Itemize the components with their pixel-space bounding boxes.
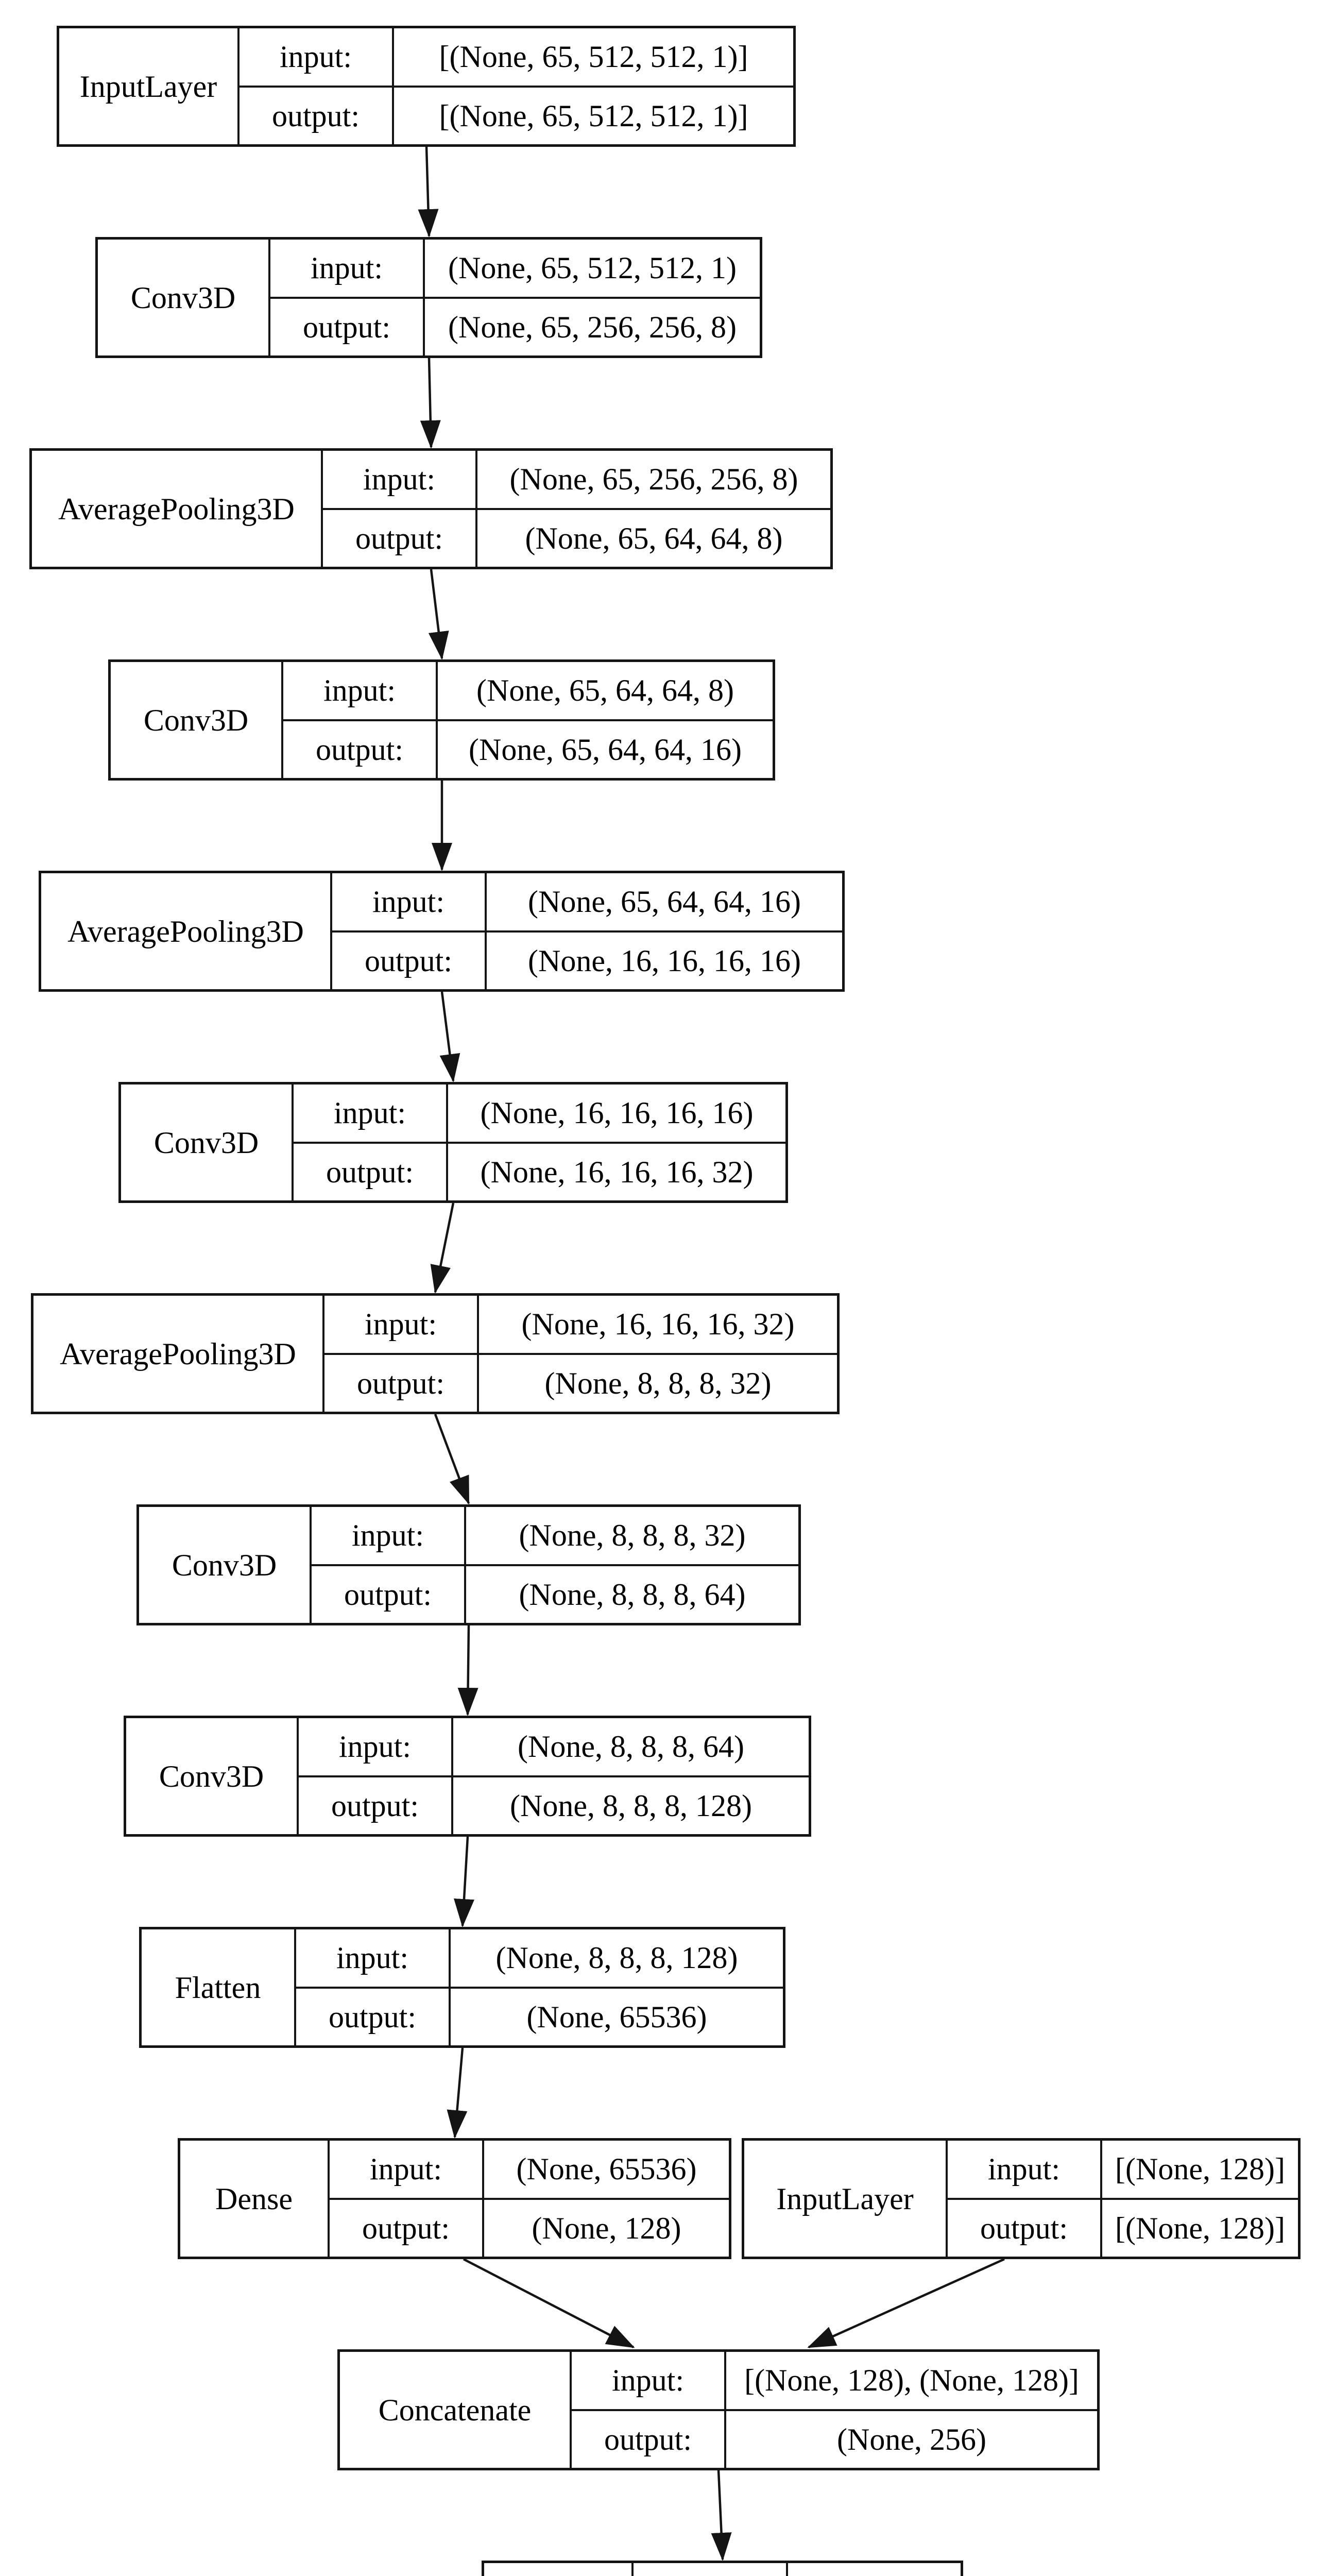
output-label: output: bbox=[323, 510, 477, 567]
layer-name: Conv3D bbox=[98, 240, 270, 355]
edge-arrow bbox=[430, 1202, 455, 1294]
input-label: input: bbox=[332, 873, 487, 930]
edge-arrow bbox=[711, 2470, 732, 2561]
input-shape: [(None, 65, 512, 512, 1)] bbox=[439, 40, 748, 74]
layer-node-inputlayer-2: InputLayer input: [(None, 128)] output: … bbox=[742, 2138, 1301, 2259]
input-shape: (None, 65, 256, 256, 8) bbox=[509, 462, 798, 497]
layer-name: Concatenate bbox=[340, 2352, 572, 2468]
input-shape: (None, 65, 64, 64, 16) bbox=[528, 885, 801, 919]
layer-node-conv3d-3: Conv3D input: (None, 16, 16, 16, 16) out… bbox=[118, 1082, 788, 1203]
edge-arrow bbox=[418, 146, 439, 238]
layer-name: AveragePooling3D bbox=[32, 451, 323, 567]
input-shape: (None, 8, 8, 8, 32) bbox=[519, 1518, 746, 1553]
output-label: output: bbox=[240, 87, 394, 144]
output-shape: (None, 65, 256, 256, 8) bbox=[448, 310, 737, 344]
layer-name: Conv3D bbox=[126, 1718, 299, 1834]
input-shape: [(None, 128), (None, 128)] bbox=[744, 2363, 1079, 2398]
edge-arrow bbox=[439, 991, 460, 1082]
layer-name: Conv3D bbox=[139, 1507, 312, 1623]
input-shape: [(None, 128)] bbox=[1115, 2152, 1285, 2187]
output-label: output: bbox=[312, 1566, 466, 1623]
output-label: output: bbox=[948, 2199, 1102, 2257]
output-shape: (None, 65536) bbox=[526, 1999, 707, 2034]
input-shape: (None, 16, 16, 16, 16) bbox=[480, 1096, 754, 1130]
output-shape: (None, 8, 8, 8, 32) bbox=[544, 1366, 772, 1400]
layer-node-conv3d-1: Conv3D input: (None, 65, 512, 512, 1) ou… bbox=[95, 237, 762, 358]
input-label: input: bbox=[294, 1084, 448, 1142]
layer-node-flatten: Flatten input: (None, 8, 8, 8, 128) outp… bbox=[139, 1927, 785, 2048]
output-shape: [(None, 128)] bbox=[1115, 2211, 1285, 2245]
layer-name: Conv3D bbox=[121, 1084, 294, 1200]
layer-node-averagepooling3d-1: AveragePooling3D input: (None, 65, 256, … bbox=[29, 448, 833, 569]
output-label: output: bbox=[332, 932, 487, 989]
edge-arrow bbox=[428, 569, 449, 660]
layer-name: Conv3D bbox=[111, 662, 283, 778]
input-shape: (None, 65, 64, 64, 8) bbox=[476, 673, 734, 708]
output-label: output: bbox=[294, 1143, 448, 1200]
input-label: input: bbox=[240, 28, 394, 86]
output-label: output: bbox=[324, 1354, 479, 1412]
output-shape: (None, 65, 64, 64, 8) bbox=[525, 521, 783, 555]
layer-node-concatenate: Concatenate input: [(None, 128), (None, … bbox=[337, 2349, 1100, 2470]
layer-name: Dense bbox=[180, 2141, 330, 2257]
edge-arrow bbox=[420, 358, 441, 449]
layer-node-averagepooling3d-3: AveragePooling3D input: (None, 16, 16, 1… bbox=[31, 1293, 840, 1414]
input-shape: (None, 65, 512, 512, 1) bbox=[448, 251, 737, 285]
layer-node-inputlayer-1: InputLayer input: [(None, 65, 512, 512, … bbox=[57, 26, 796, 147]
output-shape: (None, 16, 16, 16, 32) bbox=[480, 1155, 754, 1189]
input-label: input: bbox=[296, 1929, 451, 1987]
input-label: input: bbox=[634, 2563, 788, 2576]
output-shape: (None, 8, 8, 8, 64) bbox=[519, 1577, 746, 1612]
input-shape: (None, 65536) bbox=[516, 2152, 697, 2187]
input-label: input: bbox=[299, 1718, 453, 1775]
input-label: input: bbox=[283, 662, 438, 719]
edge-arrow bbox=[463, 2258, 635, 2348]
layer-node-dense-2: Dense input: (None, 256) output: (None, … bbox=[482, 2561, 963, 2576]
output-label: output: bbox=[270, 298, 425, 355]
output-shape: (None, 256) bbox=[837, 2422, 986, 2456]
layer-name: AveragePooling3D bbox=[33, 1296, 324, 1412]
input-label: input: bbox=[324, 1296, 479, 1353]
edge-arrow bbox=[457, 1625, 478, 1716]
layer-node-conv3d-5: Conv3D input: (None, 8, 8, 8, 64) output… bbox=[124, 1716, 811, 1837]
output-label: output: bbox=[296, 1988, 451, 2045]
input-shape: (None, 256) bbox=[788, 2563, 961, 2576]
output-shape: (None, 16, 16, 16, 16) bbox=[528, 943, 801, 978]
output-shape: (None, 8, 8, 8, 128) bbox=[510, 1788, 752, 1823]
input-label: input: bbox=[312, 1507, 466, 1564]
output-label: output: bbox=[299, 1777, 453, 1834]
layer-name: AveragePooling3D bbox=[41, 873, 332, 989]
layer-node-conv3d-4: Conv3D input: (None, 8, 8, 8, 32) output… bbox=[136, 1504, 801, 1625]
output-shape: (None, 65, 64, 64, 16) bbox=[469, 732, 742, 767]
output-shape: [(None, 65, 512, 512, 1)] bbox=[439, 98, 748, 133]
output-shape: (None, 128) bbox=[532, 2211, 681, 2245]
input-label: input: bbox=[572, 2352, 726, 2409]
edge-arrow bbox=[807, 2258, 1005, 2349]
layer-node-dense-1: Dense input: (None, 65536) output: (None… bbox=[178, 2138, 731, 2259]
input-label: input: bbox=[270, 240, 425, 297]
input-label: input: bbox=[323, 451, 477, 508]
output-label: output: bbox=[330, 2199, 484, 2257]
layer-name: InputLayer bbox=[59, 28, 240, 144]
layer-name: Dense bbox=[484, 2563, 634, 2576]
layer-name: Flatten bbox=[142, 1929, 296, 2045]
layer-node-conv3d-2: Conv3D input: (None, 65, 64, 64, 8) outp… bbox=[108, 659, 775, 781]
edge-arrow bbox=[447, 2047, 468, 2139]
output-label: output: bbox=[283, 721, 438, 778]
input-shape: (None, 8, 8, 8, 128) bbox=[495, 1941, 738, 1975]
layer-name: InputLayer bbox=[744, 2141, 948, 2257]
input-label: input: bbox=[948, 2141, 1102, 2198]
input-shape: (None, 16, 16, 16, 32) bbox=[521, 1307, 795, 1342]
input-shape: (None, 8, 8, 8, 64) bbox=[518, 1730, 744, 1764]
output-label: output: bbox=[572, 2411, 726, 2468]
layer-node-averagepooling3d-2: AveragePooling3D input: (None, 65, 64, 6… bbox=[39, 871, 845, 992]
edge-arrow bbox=[454, 1836, 474, 1927]
input-label: input: bbox=[330, 2141, 484, 2198]
edge-arrow bbox=[434, 1414, 470, 1505]
